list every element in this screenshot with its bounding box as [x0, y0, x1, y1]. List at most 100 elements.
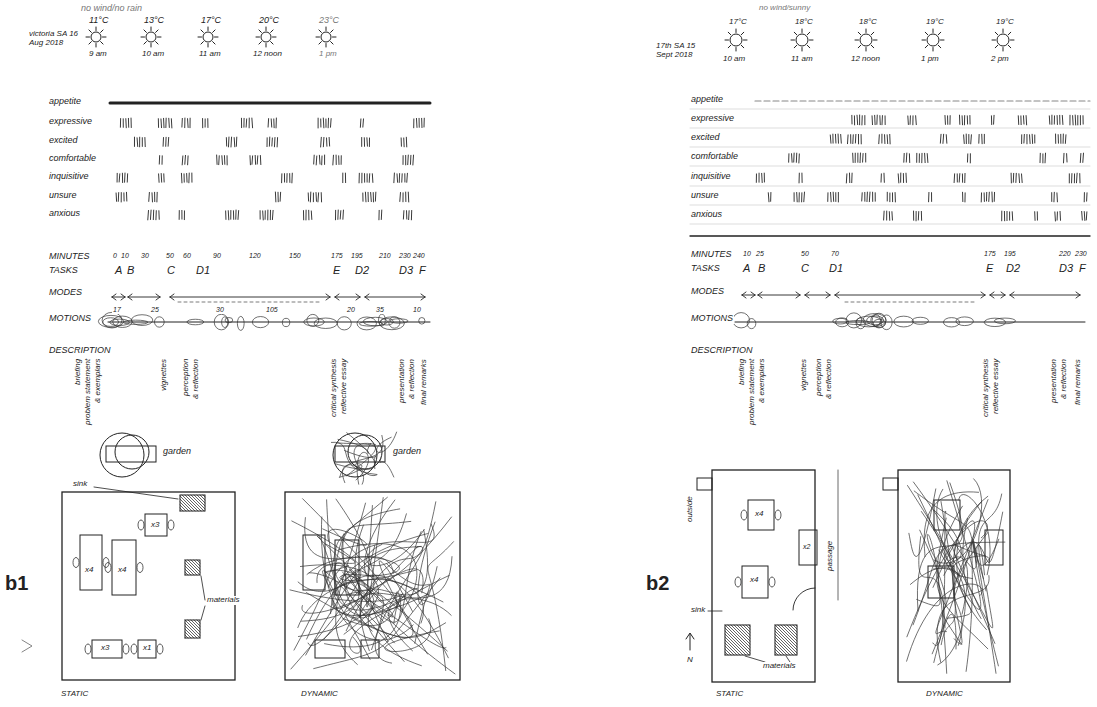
tally-mark	[403, 138, 404, 147]
arrow-head	[1010, 292, 1014, 295]
tally-mark	[408, 211, 409, 220]
sun-ray	[933, 48, 934, 52]
chair-outline	[741, 510, 747, 520]
tally-mark	[1001, 211, 1002, 221]
tally-mark	[131, 118, 132, 127]
tally-mark	[991, 192, 992, 202]
tally-mark	[851, 173, 852, 183]
tally-mark	[184, 211, 185, 220]
tally-mark	[233, 211, 234, 220]
tally-mark	[181, 210, 182, 219]
hatch-line	[188, 620, 200, 632]
tally-mark	[859, 115, 860, 125]
movement-trace	[342, 465, 363, 485]
tally-mark	[857, 115, 859, 124]
arrow-head	[326, 297, 330, 300]
tally-mark	[291, 173, 292, 183]
garden-loop	[333, 433, 377, 477]
tally-mark	[161, 173, 163, 182]
movement-trace	[331, 582, 374, 618]
tally-mark	[1049, 116, 1051, 124]
tally-mark	[1075, 115, 1077, 125]
tally-mark	[150, 210, 152, 219]
tally-mark	[228, 211, 230, 220]
tally-mark	[416, 118, 418, 127]
arrow-head	[796, 292, 800, 295]
tally-mark	[159, 156, 160, 165]
sun-ray	[208, 27, 209, 31]
sun-ray	[741, 32, 743, 34]
movement-trace	[324, 592, 455, 674]
motion-loop	[337, 317, 351, 330]
tally-mark	[764, 173, 765, 182]
sketch-label: 10	[412, 306, 422, 314]
tally-mark	[1055, 134, 1056, 143]
motion-loop	[867, 316, 884, 325]
tally-mark	[1063, 134, 1064, 143]
tally-mark	[405, 155, 406, 164]
tally-mark	[1062, 115, 1064, 124]
tally-mark	[1069, 115, 1070, 125]
sketch-label: 17°C	[200, 16, 222, 26]
tally-mark	[1069, 174, 1070, 183]
sun-icon	[860, 34, 872, 46]
tally-mark	[144, 138, 145, 147]
sketch-label: D3	[398, 264, 414, 276]
sketch-label: & exemplars	[758, 358, 767, 404]
tally-mark	[959, 174, 961, 183]
north-arrow	[690, 634, 691, 650]
arrow-head	[805, 295, 809, 298]
arrow-head	[421, 294, 425, 297]
sun-ray	[741, 45, 743, 47]
sketch-label: 50	[800, 250, 810, 258]
tally-mark	[407, 155, 409, 165]
tally-mark	[378, 210, 379, 219]
sketch-label: MODES	[690, 287, 725, 297]
arrow-head	[170, 294, 174, 297]
motion-loop	[123, 320, 148, 324]
sun-icon	[796, 34, 808, 46]
tally-mark	[919, 154, 920, 163]
motion-loop	[113, 316, 132, 327]
tally-mark	[1009, 212, 1010, 220]
tally-mark	[1077, 116, 1078, 125]
tally-mark	[326, 138, 327, 146]
tally-mark	[833, 192, 835, 201]
sun-ray	[1011, 40, 1015, 41]
tally-mark	[179, 211, 180, 220]
tally-mark	[986, 192, 987, 201]
tally-mark	[128, 118, 129, 127]
motion-loop	[846, 313, 862, 328]
material-box	[725, 625, 750, 655]
tally-mark	[967, 116, 968, 124]
sun-ray	[1008, 45, 1010, 47]
hatch-line	[737, 625, 750, 638]
tally-mark	[852, 153, 853, 162]
tally-mark	[408, 192, 409, 202]
tally-mark	[1026, 134, 1027, 143]
tally-mark	[267, 210, 268, 220]
tally-mark	[1086, 193, 1087, 201]
sketch-label: & reflection	[1060, 358, 1069, 400]
sketch-label: materials	[206, 596, 240, 605]
sun-ray	[319, 42, 321, 44]
tally-mark	[852, 135, 853, 144]
tally-mark	[202, 119, 203, 128]
tally-mark	[801, 173, 802, 182]
sun-ray	[331, 30, 333, 32]
table-outline	[112, 540, 136, 595]
tally-mark	[406, 137, 407, 147]
tally-mark	[1021, 135, 1022, 144]
tally-mark	[1020, 116, 1021, 125]
tally-mark	[267, 138, 268, 147]
tally-mark	[274, 138, 276, 147]
tally-mark	[329, 137, 330, 146]
tally-mark	[889, 193, 890, 202]
tally-mark	[311, 211, 313, 219]
sketch-label: MODES	[48, 288, 83, 298]
tally-mark	[412, 155, 414, 165]
tally-mark	[310, 192, 311, 202]
tally-mark	[855, 134, 856, 143]
sun-ray	[96, 44, 97, 48]
tally-mark	[827, 193, 828, 202]
